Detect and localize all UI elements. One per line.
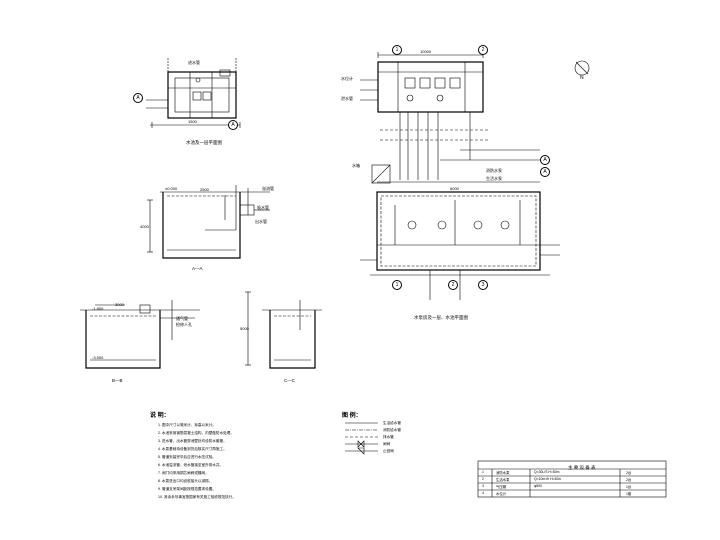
table-cell: 气压罐: [496, 485, 507, 489]
section-aa: [147, 185, 270, 259]
table-cell: Q=10m³/h H=40m: [534, 477, 562, 481]
callout-label: 水箱: [352, 163, 360, 168]
table-cell: Q=30L/S H=50m: [534, 470, 560, 474]
axis-bubble-2-bottom: 2: [448, 280, 458, 290]
axis-bubble-1-top: 1: [392, 45, 402, 55]
table-cell: φ800: [534, 484, 542, 488]
callout-label: 检修人孔: [176, 322, 192, 327]
table-cell: 2: [482, 477, 484, 481]
axis-bubble-a-left: A: [133, 93, 143, 103]
elevation-label: -1.800: [92, 306, 104, 311]
note-line: 9. 管道支吊架间距按规范要求设置。: [158, 487, 216, 491]
table-cell: 1套: [626, 492, 632, 496]
caption-section-cc: C—C: [284, 378, 295, 383]
callout-label: 进水管: [188, 60, 200, 65]
callout-label: 生活水泵: [486, 176, 502, 181]
north-label: N: [580, 75, 584, 81]
axis-bubble-a-right-1: A: [540, 155, 550, 165]
elevation-label: ±0.000: [165, 186, 178, 191]
dim-label: 4000: [140, 224, 149, 229]
callout-label: 泄水管: [341, 96, 353, 101]
callout-label: 水位计: [341, 76, 353, 81]
table-cell: 1: [482, 470, 484, 474]
note-line: 1. 图中尺寸以毫米计，标高以米计。: [158, 423, 216, 427]
table-cell: 消防水泵: [496, 471, 510, 475]
note-line: 10. 其余未尽事宜按国家有关施工验收规范执行。: [158, 495, 236, 499]
legend-item: 生活给水管: [383, 421, 401, 425]
callout-label: 消防水泵: [486, 168, 502, 173]
dim-label: 6000: [450, 186, 459, 191]
equipment-table-title: 主 要 设 备 表: [568, 465, 596, 470]
table-cell: 4: [482, 491, 484, 495]
callout-label: 通气管: [176, 316, 188, 321]
legend-item: 闸阀: [383, 442, 391, 446]
legend-title: 图 例：: [342, 413, 362, 419]
dim-label: 3000: [115, 302, 124, 307]
table-cell: 2台: [626, 471, 632, 475]
plan-small: [146, 58, 241, 128]
callout-label: 溢流管: [262, 186, 274, 191]
note-line: 3. 进水管、出水管穿池壁处均设防水套管。: [158, 439, 227, 443]
note-line: 6. 水池溢流管、泄水管接至室外排水井。: [158, 463, 224, 467]
axis-bubble-2-top: 2: [478, 45, 488, 55]
dim-label: 1500: [188, 119, 197, 124]
legend-lines: [345, 422, 378, 455]
note-line: 2. 水池采用钢筋混凝土结构，内壁做防水处理。: [158, 431, 234, 435]
table-cell: 3: [482, 484, 484, 488]
caption-plan-main: 水泵房及一层、水池平面图: [414, 315, 468, 320]
equipment-table-frame: [477, 460, 667, 498]
legend-item: 止回阀: [383, 449, 394, 453]
table-cell: 生活水泵: [496, 478, 510, 482]
note-line: 5. 管道安装完毕后应进行水压试验。: [158, 455, 216, 459]
plan-main: [360, 52, 560, 300]
axis-bubble-1-bottom: 1: [392, 280, 402, 290]
note-line: 7. 阀门均采用铜芯闸阀或蝶阀。: [158, 471, 209, 475]
table-cell: 2台: [626, 478, 632, 482]
dim-label: 10000: [420, 49, 432, 54]
section-cc: [245, 291, 322, 369]
north-arrow: [574, 60, 590, 76]
table-cell: 1台: [626, 485, 632, 489]
callout-label: 吸水管: [257, 205, 269, 210]
axis-bubble-a-bottom: A: [228, 120, 238, 130]
legend-item: 消防给水管: [383, 428, 401, 432]
dim-label: 5000: [240, 326, 249, 331]
caption-plan-small: 水池及一层平面图: [186, 140, 222, 145]
axis-bubble-a-right-2: A: [540, 167, 550, 177]
dim-label: 2500: [200, 187, 209, 192]
callout-label: 出水管: [255, 219, 267, 224]
section-bb: [80, 300, 200, 369]
notes-title: 说 明：: [150, 413, 170, 419]
note-line: 8. 水泵进出口均设软接头以减振。: [158, 479, 213, 483]
note-line: 4. 水泵基础待设备到货后核实尺寸再施工。: [158, 447, 227, 451]
caption-section-aa: A—A: [192, 266, 203, 271]
elevation-label: -3.500: [92, 355, 104, 360]
legend-item: 排水管: [383, 435, 394, 439]
axis-bubble-3-bottom: 3: [478, 280, 488, 290]
caption-section-bb: B—B: [112, 378, 123, 383]
table-cell: 水位计: [496, 492, 507, 496]
